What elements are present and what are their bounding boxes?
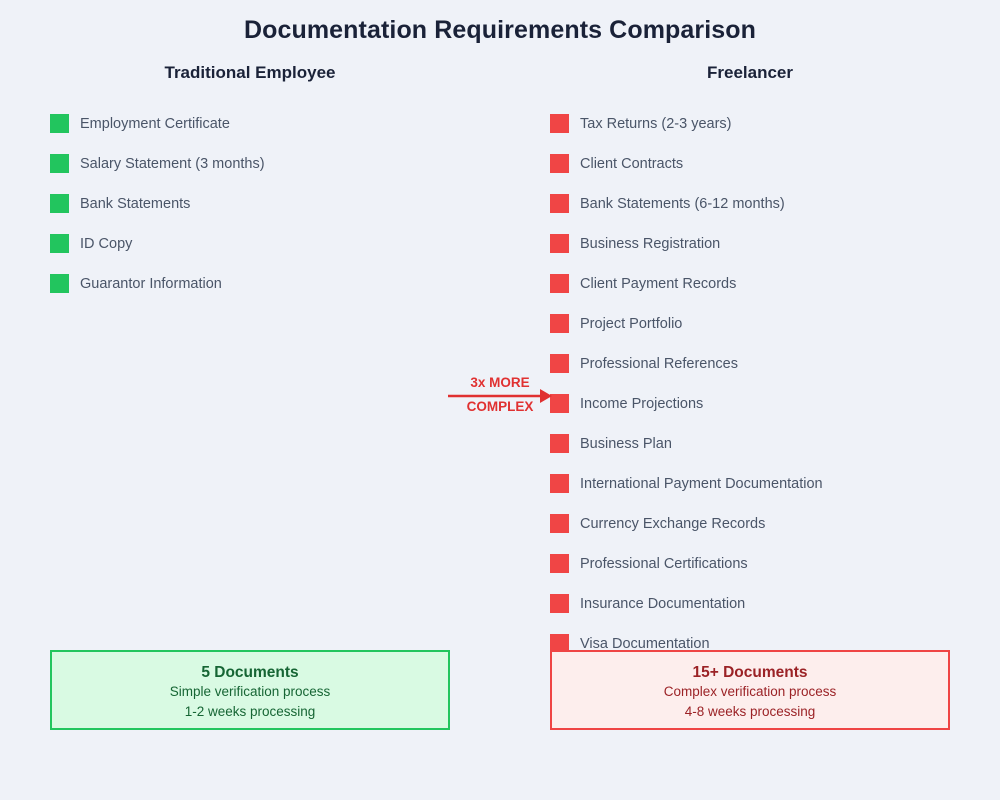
summary-processing-freelancer: 4-8 weeks processing [684, 704, 816, 719]
freelancer-item-label: Client Contracts [580, 156, 684, 172]
summary-count-traditional-employee: 5 Documents [201, 664, 299, 681]
list-item: Project Portfolio [530, 304, 970, 344]
summary-verification-traditional-employee: Simple verification process [169, 684, 331, 699]
summary-box-freelancer: 15+ Documents Complex verification proce… [550, 650, 950, 730]
list-item: ID Copy [30, 224, 470, 264]
freelancer-item-label: Currency Exchange Records [580, 516, 766, 532]
checklist-marker-icon [550, 514, 569, 533]
checklist-marker-icon [50, 154, 69, 173]
column-freelancer: Freelancer Tax Returns (2-3 years) Client… [530, 62, 970, 653]
checklist-marker-icon [550, 354, 569, 373]
checklist-marker-icon [550, 434, 569, 453]
list-item: Employment Certificate [30, 104, 470, 144]
summary-verification-freelancer: Complex verification process [663, 684, 837, 699]
complexity-annotation: 3x MORE COMPLEX [440, 370, 560, 426]
list-item: Income Projections [530, 384, 970, 424]
traditional-item-label: Bank Statements [80, 196, 191, 212]
checklist-marker-icon [550, 634, 569, 653]
column-traditional-employee: Traditional Employee Employment Certific… [30, 62, 470, 293]
checklist-marker-icon [550, 274, 569, 293]
list-item: Guarantor Information [30, 264, 470, 304]
freelancer-item-label: Professional References [580, 356, 738, 372]
checklist-marker-icon [550, 194, 569, 213]
freelancer-item-label: Client Payment Records [580, 276, 737, 292]
checklist-marker-icon [550, 114, 569, 133]
summary-processing-traditional-employee: 1-2 weeks processing [184, 704, 316, 719]
freelancer-item-label: Business Registration [580, 236, 721, 252]
freelancer-item-label: Project Portfolio [580, 316, 683, 332]
checklist-marker-icon [550, 474, 569, 493]
list-item: Insurance Documentation [530, 584, 970, 624]
list-item: Business Plan [530, 424, 970, 464]
list-item: Client Contracts [530, 144, 970, 184]
list-item: Business Registration [530, 224, 970, 264]
checklist-marker-icon [550, 594, 569, 613]
freelancer-item-label: Business Plan [580, 436, 672, 452]
freelancer-item-label: Tax Returns (2-3 years) [580, 116, 732, 132]
freelancer-item-label: Bank Statements (6-12 months) [580, 196, 785, 212]
list-item: Visa Documentation [530, 624, 970, 664]
annotation-line-bottom: COMPLEX [466, 399, 534, 414]
freelancer-item-label: Professional Certifications [580, 556, 748, 572]
traditional-item-label: Guarantor Information [80, 276, 222, 292]
summary-count-freelancer: 15+ Documents [692, 664, 808, 681]
annotation-line-top: 3x MORE [470, 375, 530, 390]
checklist-marker-icon [550, 554, 569, 573]
checklist-marker-icon [550, 234, 569, 253]
list-item: Professional Certifications [530, 544, 970, 584]
freelancer-item-label: Insurance Documentation [580, 596, 746, 612]
column-header-traditional-employee: Traditional Employee [164, 63, 336, 82]
freelancer-item-label: Visa Documentation [580, 636, 710, 652]
traditional-item-label: ID Copy [80, 236, 133, 252]
freelancer-item-label: Income Projections [580, 396, 704, 412]
list-item: Bank Statements (6-12 months) [530, 184, 970, 224]
list-item: Currency Exchange Records [530, 504, 970, 544]
page-title: Documentation Requirements Comparison [243, 16, 757, 44]
column-header-freelancer: Freelancer [707, 63, 793, 82]
list-item: Professional References [530, 344, 970, 384]
checklist-marker-icon [50, 274, 69, 293]
traditional-item-label: Salary Statement (3 months) [80, 156, 265, 172]
checklist-marker-icon [550, 394, 569, 413]
list-item: Bank Statements [30, 184, 470, 224]
list-item: Tax Returns (2-3 years) [530, 104, 970, 144]
checklist-marker-icon [550, 314, 569, 333]
freelancer-item-label: International Payment Documentation [580, 476, 823, 492]
list-item: International Payment Documentation [530, 464, 970, 504]
checklist-marker-icon [50, 234, 69, 253]
checklist-marker-icon [50, 194, 69, 213]
list-item: Salary Statement (3 months) [30, 144, 470, 184]
checklist-marker-icon [550, 154, 569, 173]
summary-box-traditional-employee: 5 Documents Simple verification process … [50, 650, 450, 730]
traditional-item-label: Employment Certificate [80, 116, 230, 132]
list-item: Client Payment Records [530, 264, 970, 304]
arrow-right-icon [448, 389, 552, 403]
checklist-marker-icon [50, 114, 69, 133]
